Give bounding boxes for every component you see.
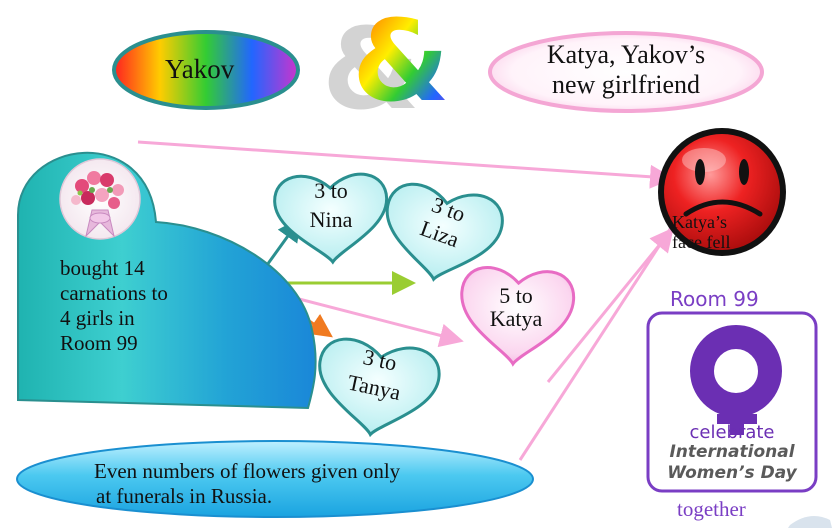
poster-line3: Women’s Day bbox=[667, 463, 797, 483]
funerals-ellipse bbox=[16, 440, 534, 518]
heart-katya-line1: 5 to bbox=[499, 283, 533, 308]
katya-title-oval bbox=[488, 31, 764, 113]
heart-katya-text: 5 to Katya bbox=[476, 284, 556, 330]
bought-line2: carnations to bbox=[60, 281, 168, 305]
bought-line3: 4 girls in bbox=[60, 306, 135, 330]
bought-line1: bought 14 bbox=[60, 256, 145, 280]
face-fell-line1: Katya’s bbox=[672, 212, 727, 232]
heart-nina bbox=[273, 172, 389, 265]
katya-title-line1: Katya, Yakov’s bbox=[546, 40, 706, 69]
katya-title-line2: new girlfriend bbox=[551, 70, 700, 99]
sad-face-icon bbox=[658, 128, 786, 256]
ampersand-symbol: & bbox=[352, 0, 450, 127]
bought-line4: Room 99 bbox=[60, 331, 138, 355]
face-fell-text: Katya’s face fell bbox=[672, 212, 730, 252]
heart-nina-text: 3 to Nina bbox=[294, 176, 368, 234]
heart-nina-line1: 3 to bbox=[314, 178, 348, 203]
ampersand-shadow: & bbox=[322, 5, 420, 135]
bouquet-image bbox=[59, 158, 141, 240]
corner-decoration bbox=[788, 516, 832, 528]
poster-line2: International bbox=[669, 442, 795, 462]
funerals-line2: at funerals in Russia. bbox=[96, 484, 273, 508]
connector-to-katya bbox=[271, 290, 464, 348]
funerals-line1: Even numbers of flowers given only bbox=[94, 459, 401, 483]
connector-to-face bbox=[137, 140, 674, 189]
funerals-text: Even numbers of flowers given only at fu… bbox=[94, 459, 400, 509]
yakov-label: Yakov bbox=[165, 54, 235, 84]
katya-title: Katya, Yakov’s new girlfriend bbox=[500, 40, 752, 100]
heart-katya bbox=[460, 266, 576, 367]
poster-line1: celebrate bbox=[689, 422, 775, 443]
heart-nina-line2: Nina bbox=[309, 207, 353, 232]
bought-text: bought 14 carnations to 4 girls in Room … bbox=[60, 256, 168, 356]
connector-funerals-to-face bbox=[518, 219, 678, 461]
heart-liza bbox=[385, 182, 504, 282]
face-fell-line2: face fell bbox=[672, 232, 731, 252]
connector-katya-to-face bbox=[546, 227, 674, 383]
venus-symbol-icon bbox=[690, 325, 782, 435]
heart-katya-line2: Katya bbox=[489, 306, 543, 331]
room99-label: Room 99 bbox=[670, 287, 759, 311]
heart-tanya bbox=[318, 337, 441, 438]
yakov-oval bbox=[112, 30, 300, 110]
together-label: together bbox=[677, 497, 746, 521]
poster-text: celebrate International Women’s Day bbox=[650, 422, 814, 484]
